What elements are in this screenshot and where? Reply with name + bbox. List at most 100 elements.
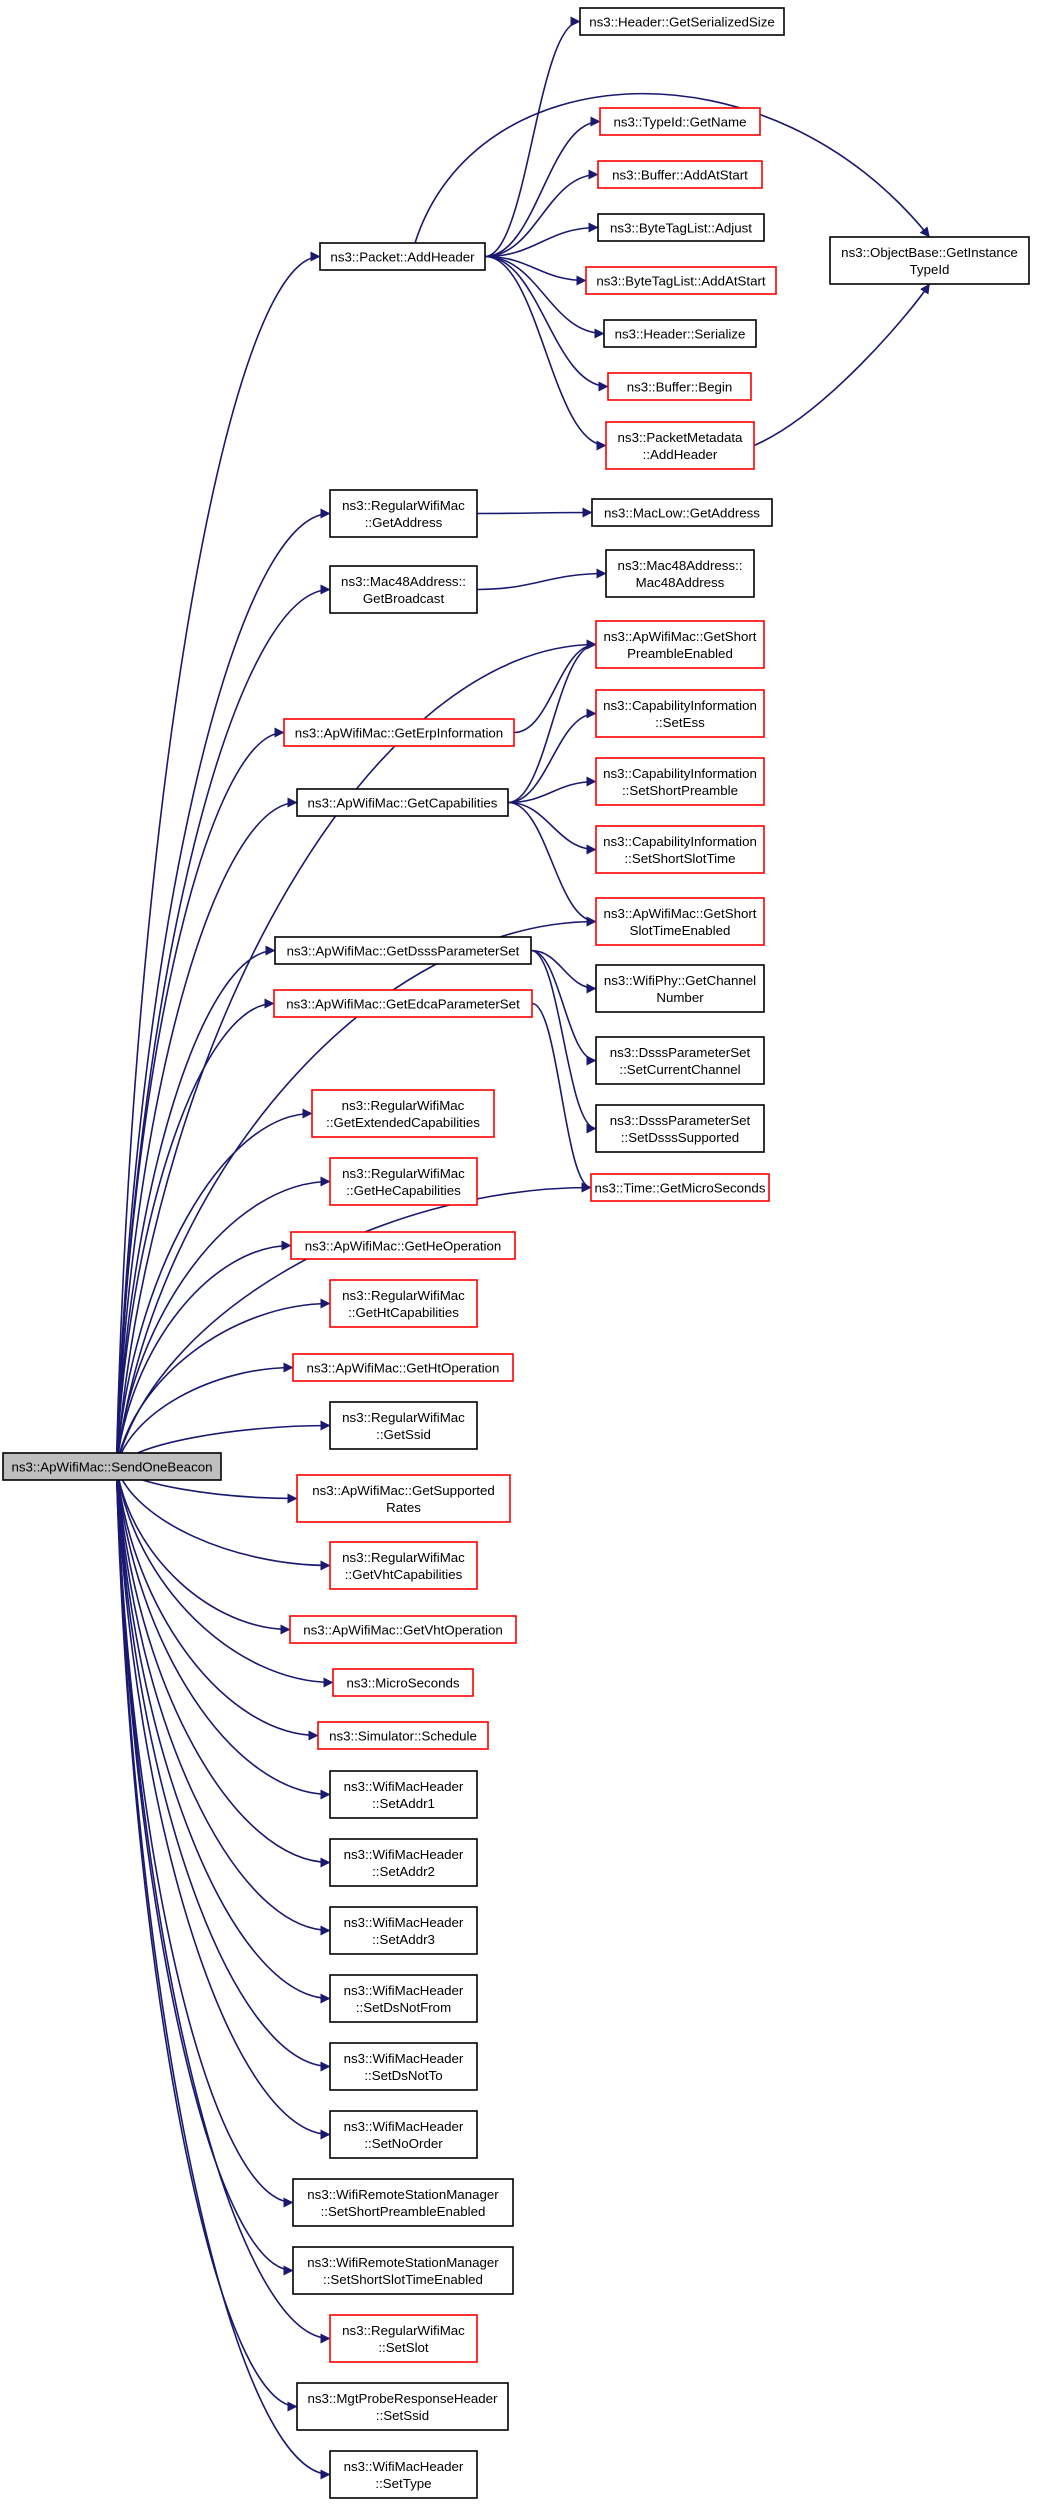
node-box-header-set-ds-not-from[interactable] xyxy=(329,1974,478,2023)
node-box-regular-wifi-mac-get-address[interactable] xyxy=(329,489,478,538)
node-box-ap-get-capabilities[interactable] xyxy=(296,788,509,817)
node-rsm-set-short-slot-time-enabled[interactable]: ns3::WifiRemoteStationManager::SetShortS… xyxy=(292,2246,514,2295)
node-box-ap-get-short-slot-time-enabled[interactable] xyxy=(595,897,765,946)
node-ap-get-capabilities[interactable]: ns3::ApWifiMac::GetCapabilities xyxy=(296,788,509,817)
node-box-buffer-add-at-start[interactable] xyxy=(597,160,763,189)
node-box-dsss-set-dsss-supported[interactable] xyxy=(595,1104,765,1153)
node-box-buffer-begin[interactable] xyxy=(607,372,752,401)
node-box-cap-info-set-ess[interactable] xyxy=(595,689,765,738)
node-box-ap-get-edca-parameter-set[interactable] xyxy=(273,989,533,1018)
node-box-mac48-get-broadcast[interactable] xyxy=(329,565,478,614)
node-box-typeid-get-name[interactable] xyxy=(599,107,761,136)
node-regular-get-ssid[interactable]: ns3::RegularWifiMac::GetSsid xyxy=(329,1401,478,1450)
node-box-byte-tag-list-adjust[interactable] xyxy=(597,213,765,242)
node-box-header-get-serialized-size[interactable] xyxy=(579,7,785,36)
node-rsm-set-short-preamble-enabled[interactable]: ns3::WifiRemoteStationManager::SetShortP… xyxy=(292,2178,514,2227)
node-box-header-serialize[interactable] xyxy=(603,319,757,348)
node-box-wifi-phy-get-channel-number[interactable] xyxy=(595,964,765,1013)
node-micro-seconds[interactable]: ns3::MicroSeconds xyxy=(332,1668,474,1697)
node-byte-tag-list-add-at-start[interactable]: ns3::ByteTagList::AddAtStart xyxy=(585,266,777,295)
node-packet-add-header[interactable]: ns3::Packet::AddHeader xyxy=(319,242,486,271)
node-box-regular-set-slot[interactable] xyxy=(329,2314,478,2363)
node-box-packet-metadata-add-header[interactable] xyxy=(605,421,755,470)
node-box-rsm-set-short-preamble-enabled[interactable] xyxy=(292,2178,514,2227)
call-edge-send-one-beacon-to-micro-seconds xyxy=(115,1466,334,1688)
node-box-probe-resp-set-ssid[interactable] xyxy=(296,2382,509,2431)
node-buffer-add-at-start[interactable]: ns3::Buffer::AddAtStart xyxy=(597,160,763,189)
node-box-ap-get-erp-information[interactable] xyxy=(283,718,515,747)
node-ap-get-he-operation[interactable]: ns3::ApWifiMac::GetHeOperation xyxy=(290,1231,516,1260)
node-header-set-ds-not-from[interactable]: ns3::WifiMacHeader::SetDsNotFrom xyxy=(329,1974,478,2023)
node-box-header-set-addr1[interactable] xyxy=(329,1770,478,1819)
node-byte-tag-list-adjust[interactable]: ns3::ByteTagList::Adjust xyxy=(597,213,765,242)
node-mac-low-get-address[interactable]: ns3::MacLow::GetAddress xyxy=(591,498,773,527)
node-box-header-set-ds-not-to[interactable] xyxy=(329,2042,478,2091)
node-header-serialize[interactable]: ns3::Header::Serialize xyxy=(603,319,757,348)
node-box-ap-get-ht-operation[interactable] xyxy=(292,1353,514,1382)
node-simulator-schedule[interactable]: ns3::Simulator::Schedule xyxy=(317,1721,489,1750)
node-ap-get-erp-information[interactable]: ns3::ApWifiMac::GetErpInformation xyxy=(283,718,515,747)
node-box-ap-get-he-operation[interactable] xyxy=(290,1231,516,1260)
node-probe-resp-set-ssid[interactable]: ns3::MgtProbeResponseHeader::SetSsid xyxy=(296,2382,509,2431)
node-ap-get-edca-parameter-set[interactable]: ns3::ApWifiMac::GetEdcaParameterSet xyxy=(273,989,533,1018)
node-box-regular-get-ht-capabilities[interactable] xyxy=(329,1279,478,1328)
node-box-ap-get-short-preamble-enabled[interactable] xyxy=(595,620,765,669)
node-dsss-set-dsss-supported[interactable]: ns3::DsssParameterSet::SetDsssSupported xyxy=(595,1104,765,1153)
node-box-header-set-type[interactable] xyxy=(329,2450,478,2499)
node-mac48-ctor[interactable]: ns3::Mac48Address::Mac48Address xyxy=(605,549,755,598)
node-box-byte-tag-list-add-at-start[interactable] xyxy=(585,266,777,295)
node-regular-get-vht-capabilities[interactable]: ns3::RegularWifiMac::GetVhtCapabilities xyxy=(329,1541,478,1590)
node-packet-metadata-add-header[interactable]: ns3::PacketMetadata::AddHeader xyxy=(605,421,755,470)
node-header-set-addr2[interactable]: ns3::WifiMacHeader::SetAddr2 xyxy=(329,1838,478,1887)
node-dsss-set-current-channel[interactable]: ns3::DsssParameterSet::SetCurrentChannel xyxy=(595,1036,765,1085)
node-ap-get-dsss-parameter-set[interactable]: ns3::ApWifiMac::GetDsssParameterSet xyxy=(274,936,532,965)
node-time-get-micro-seconds[interactable]: ns3::Time::GetMicroSeconds xyxy=(590,1173,770,1202)
node-box-packet-add-header[interactable] xyxy=(319,242,486,271)
node-box-cap-info-set-short-slot-time[interactable] xyxy=(595,825,765,874)
node-box-object-base-get-instance-typeid[interactable] xyxy=(829,236,1030,285)
node-box-header-set-no-order[interactable] xyxy=(329,2110,478,2159)
node-box-cap-info-set-short-preamble[interactable] xyxy=(595,757,765,806)
node-ap-get-ht-operation[interactable]: ns3::ApWifiMac::GetHtOperation xyxy=(292,1353,514,1382)
node-regular-wifi-mac-get-address[interactable]: ns3::RegularWifiMac::GetAddress xyxy=(329,489,478,538)
node-box-header-set-addr2[interactable] xyxy=(329,1838,478,1887)
node-box-ap-get-vht-operation[interactable] xyxy=(289,1615,517,1644)
node-regular-get-he-capabilities[interactable]: ns3::RegularWifiMac::GetHeCapabilities xyxy=(329,1157,478,1206)
node-box-regular-get-ssid[interactable] xyxy=(329,1401,478,1450)
node-regular-get-ht-capabilities[interactable]: ns3::RegularWifiMac::GetHtCapabilities xyxy=(329,1279,478,1328)
node-box-regular-get-vht-capabilities[interactable] xyxy=(329,1541,478,1590)
node-box-simulator-schedule[interactable] xyxy=(317,1721,489,1750)
node-box-mac48-ctor[interactable] xyxy=(605,549,755,598)
node-cap-info-set-short-slot-time[interactable]: ns3::CapabilityInformation::SetShortSlot… xyxy=(595,825,765,874)
node-box-rsm-set-short-slot-time-enabled[interactable] xyxy=(292,2246,514,2295)
node-regular-set-slot[interactable]: ns3::RegularWifiMac::SetSlot xyxy=(329,2314,478,2363)
node-cap-info-set-short-preamble[interactable]: ns3::CapabilityInformation::SetShortPrea… xyxy=(595,757,765,806)
node-header-set-type[interactable]: ns3::WifiMacHeader::SetType xyxy=(329,2450,478,2499)
node-cap-info-set-ess[interactable]: ns3::CapabilityInformation::SetEss xyxy=(595,689,765,738)
node-label-header-get-serialized-size-line-1: ns3::Header::GetSerializedSize xyxy=(589,15,775,30)
node-box-regular-get-extended-capabilities[interactable] xyxy=(311,1089,495,1138)
node-box-time-get-micro-seconds[interactable] xyxy=(590,1173,770,1202)
node-header-set-addr1[interactable]: ns3::WifiMacHeader::SetAddr1 xyxy=(329,1770,478,1819)
node-regular-get-extended-capabilities[interactable]: ns3::RegularWifiMac::GetExtendedCapabili… xyxy=(311,1089,495,1138)
node-box-regular-get-he-capabilities[interactable] xyxy=(329,1157,478,1206)
node-ap-get-vht-operation[interactable]: ns3::ApWifiMac::GetVhtOperation xyxy=(289,1615,517,1644)
node-box-header-set-addr3[interactable] xyxy=(329,1906,478,1955)
node-header-get-serialized-size[interactable]: ns3::Header::GetSerializedSize xyxy=(579,7,785,36)
node-box-mac-low-get-address[interactable] xyxy=(591,498,773,527)
node-header-set-ds-not-to[interactable]: ns3::WifiMacHeader::SetDsNotTo xyxy=(329,2042,478,2091)
node-box-ap-get-dsss-parameter-set[interactable] xyxy=(274,936,532,965)
node-typeid-get-name[interactable]: ns3::TypeId::GetName xyxy=(599,107,761,136)
node-mac48-get-broadcast[interactable]: ns3::Mac48Address::GetBroadcast xyxy=(329,565,478,614)
node-buffer-begin[interactable]: ns3::Buffer::Begin xyxy=(607,372,752,401)
node-box-ap-get-supported-rates[interactable] xyxy=(296,1474,511,1523)
node-box-micro-seconds[interactable] xyxy=(332,1668,474,1697)
node-box-dsss-set-current-channel[interactable] xyxy=(595,1036,765,1085)
node-header-set-addr3[interactable]: ns3::WifiMacHeader::SetAddr3 xyxy=(329,1906,478,1955)
node-header-set-no-order[interactable]: ns3::WifiMacHeader::SetNoOrder xyxy=(329,2110,478,2159)
